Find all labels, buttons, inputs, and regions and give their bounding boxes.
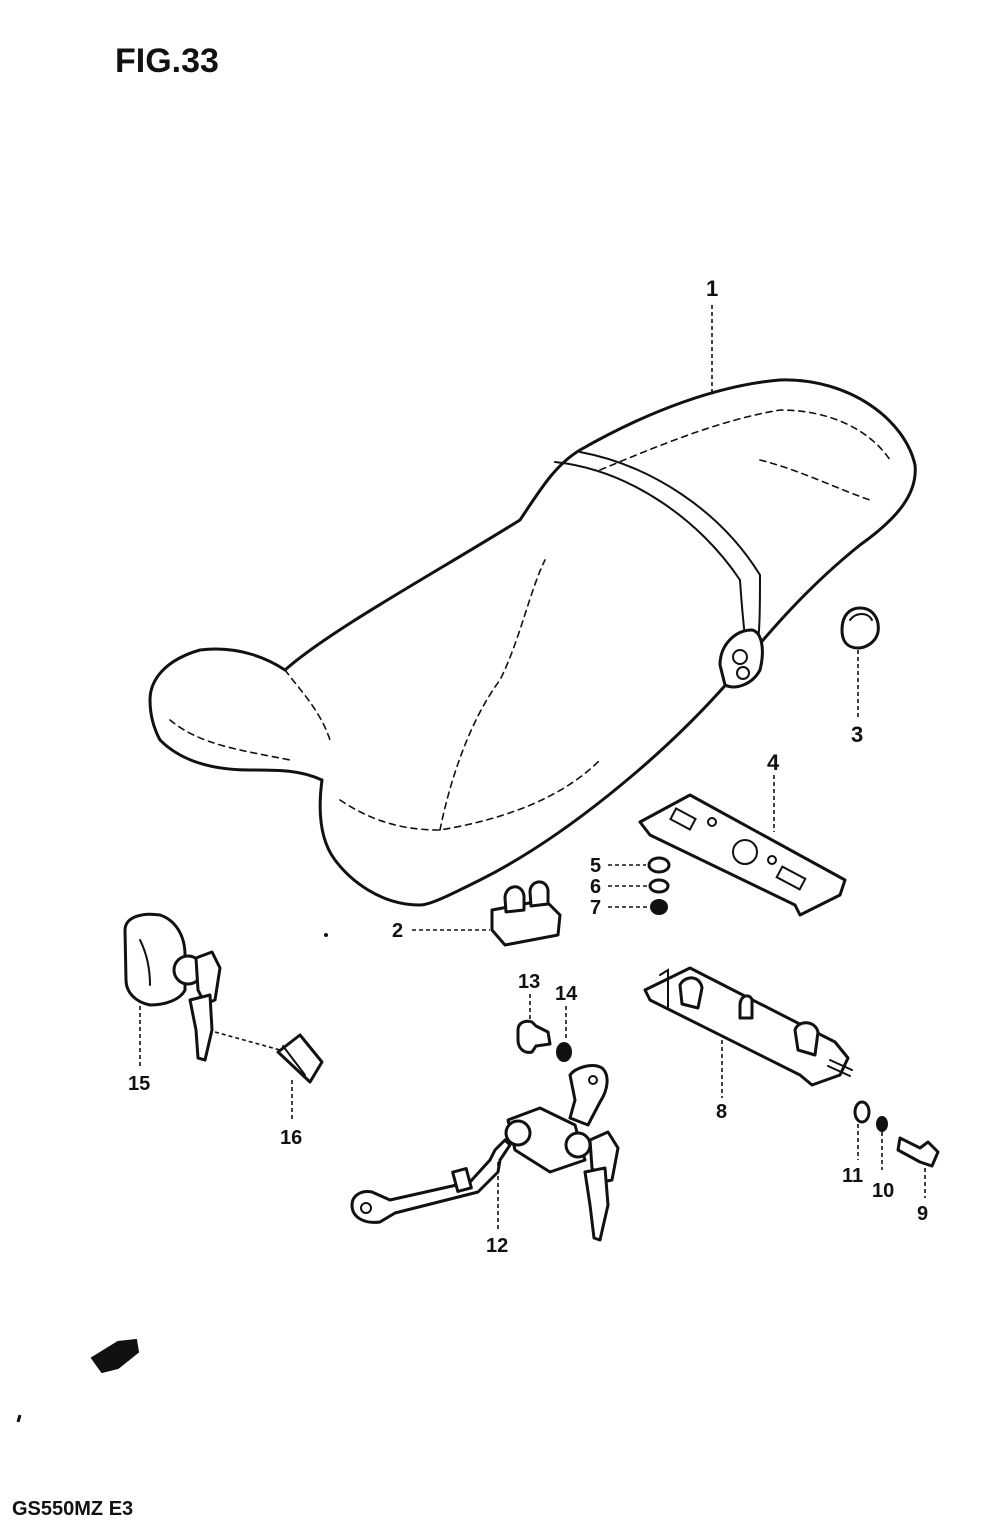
model-code: GS550MZ E3 (12, 1498, 133, 1520)
bolt-part-13 (516, 1019, 552, 1054)
pin-part-9 (896, 1136, 940, 1168)
callout-8: 8 (716, 1101, 727, 1123)
front-arrow-icon (90, 1338, 140, 1374)
callout-11: 11 (842, 1165, 863, 1187)
figure-title: FIG.33 (115, 42, 219, 80)
callout-15: 15 (128, 1073, 150, 1095)
callout-13: 13 (518, 971, 540, 993)
washer-part-11 (853, 1100, 871, 1124)
callout-16: 16 (280, 1127, 302, 1149)
bolt-part-16 (214, 1031, 324, 1084)
seat-lock-part-12 (350, 1064, 620, 1242)
seat-part-1 (148, 378, 917, 907)
callout-6: 6 (590, 876, 601, 898)
bracket-part-4 (638, 793, 847, 917)
callout-10: 10 (872, 1180, 894, 1202)
stray-mark (16, 1414, 22, 1423)
washer-part-14 (556, 1042, 572, 1062)
nut-part-7 (650, 899, 668, 915)
hinge-bracket-part-8 (643, 966, 853, 1087)
callout-2: 2 (392, 920, 403, 942)
callout-4: 4 (767, 750, 780, 775)
helmet-lock-part-15 (123, 912, 222, 1062)
cotter-part-10 (876, 1116, 888, 1132)
stray-mark (324, 933, 328, 937)
callout-1: 1 (706, 276, 718, 301)
callout-3: 3 (851, 722, 863, 747)
cushion-part-3 (840, 606, 880, 650)
lock-washer-part-6 (648, 878, 670, 894)
callout-9: 9 (917, 1203, 928, 1225)
callout-14: 14 (555, 983, 578, 1005)
callout-5: 5 (590, 855, 601, 877)
damper-part-2 (490, 880, 562, 947)
washer-part-5 (647, 856, 671, 874)
callout-7: 7 (590, 897, 601, 919)
callout-12: 12 (486, 1235, 508, 1257)
